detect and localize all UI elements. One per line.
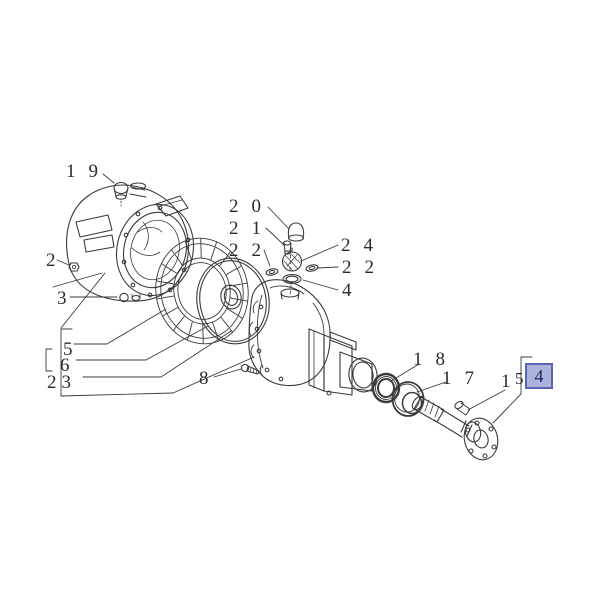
callout-20[interactable]: 20: [229, 196, 274, 217]
bolt-holes: [121, 205, 191, 298]
callout-4[interactable]: 4: [342, 280, 365, 301]
gasket-ring-drawing: [196, 257, 270, 345]
breather-valve-drawing: [265, 222, 319, 276]
selected-callout-label: 4: [534, 365, 544, 386]
carrier-housing-drawing: [66, 182, 195, 302]
callout-19[interactable]: 19: [66, 161, 111, 182]
callout-5[interactable]: 5: [63, 339, 86, 360]
callout-23[interactable]: 23: [47, 372, 76, 393]
callout-3[interactable]: 3: [57, 288, 80, 309]
bolt-and-ball-drawing: [68, 262, 129, 303]
breather-plug-drawing: [113, 181, 129, 207]
callout-2[interactable]: 2: [46, 250, 69, 271]
callout-6[interactable]: 6: [60, 355, 83, 376]
callout-21[interactable]: 21: [229, 218, 274, 239]
callout-8[interactable]: 8: [199, 368, 222, 389]
selected-callout-highlight[interactable]: 4: [525, 363, 553, 389]
callout-18[interactable]: 18: [413, 349, 458, 370]
ring-gear-drawing: [155, 237, 249, 345]
callout-22[interactable]: 22: [229, 240, 274, 261]
leader-lines: [45, 173, 533, 424]
callout-5b[interactable]: 5: [515, 370, 537, 387]
callout-22b[interactable]: 22: [342, 257, 387, 278]
bolt-8-drawing: [240, 363, 260, 375]
callout-17[interactable]: 17: [442, 368, 487, 389]
seal-ring-drawing: [391, 381, 425, 417]
callout-1[interactable]: 1: [501, 371, 524, 392]
axle-housing-drawing: [248, 242, 378, 396]
callout-24[interactable]: 24: [341, 235, 386, 256]
axle-shaft-drawing: [411, 395, 499, 461]
